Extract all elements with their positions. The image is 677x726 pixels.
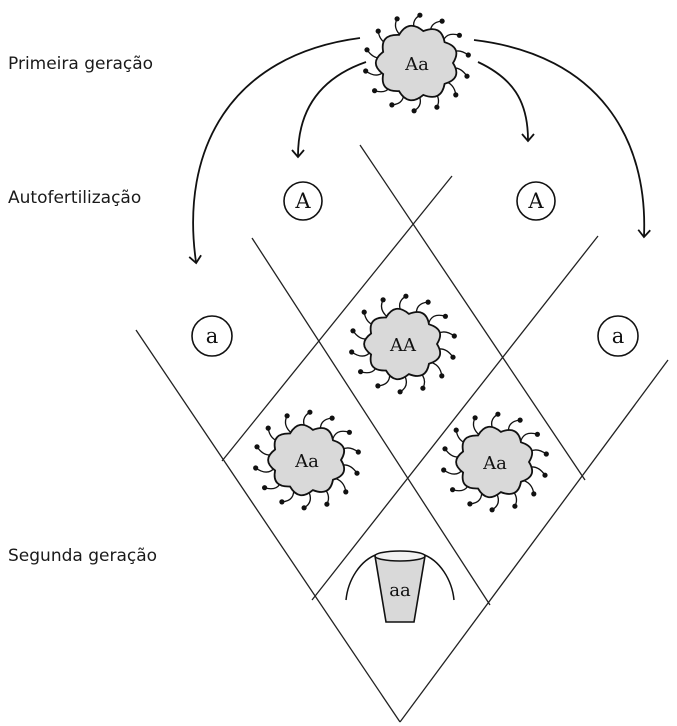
- plant-whisker-tip: [376, 29, 381, 34]
- gamete-left-top: A: [284, 182, 322, 220]
- plant-whisker-tip: [490, 507, 495, 512]
- plant-whisker-tip: [279, 499, 284, 504]
- plant-whisker-tip: [531, 491, 536, 496]
- plant-whisker-tip: [330, 416, 335, 421]
- plant-whisker-tip: [395, 16, 400, 21]
- offspring-aa-wilted-plant-icon: aa: [346, 551, 454, 622]
- plant-whisker-tip: [450, 487, 455, 492]
- plant-whisker-tip: [440, 19, 445, 24]
- plant-whisker-tip: [442, 446, 447, 451]
- plant-whisker-tip: [420, 386, 425, 391]
- plant-whisker-tip: [343, 489, 348, 494]
- plant-whisker-tip: [464, 74, 469, 79]
- parent-genotype: Aa: [404, 54, 429, 75]
- grid-inner-right: [312, 236, 598, 600]
- plant-whisker: [333, 478, 346, 492]
- offspring-AA-plant-icon: AA: [349, 294, 457, 395]
- gamete-right-top: A: [517, 182, 555, 220]
- plant-whisker-tip: [363, 68, 368, 73]
- grid-outer-left: [136, 330, 400, 722]
- plant-whisker-tip: [453, 92, 458, 97]
- plant-whisker-tip: [467, 501, 472, 506]
- arrow-outer-left: [193, 38, 360, 262]
- plant-whisker-tip: [364, 47, 369, 52]
- plant-whisker-tip: [412, 108, 417, 113]
- plant-whisker-tip: [254, 444, 259, 449]
- plant-whisker-tip: [285, 413, 290, 418]
- plant-whisker-tip: [466, 52, 471, 57]
- parent-plant-icon: Aa: [363, 13, 471, 114]
- plant-whisker-tip: [398, 389, 403, 394]
- grid-lines: [136, 145, 668, 722]
- plant-whisker-tip: [389, 102, 394, 107]
- plant-whisker-tip: [454, 428, 459, 433]
- plant-whisker-tip: [350, 328, 355, 333]
- plant-whisker-tip: [542, 473, 547, 478]
- plant-whisker-tip: [324, 502, 329, 507]
- plant-whisker-tip: [356, 449, 361, 454]
- plant-whisker-tip: [354, 471, 359, 476]
- plant-whisker-tip: [262, 485, 267, 490]
- plant-whisker-tip: [452, 333, 457, 338]
- offspring-left-genotype: Aa: [294, 451, 319, 472]
- plant-whisker-tip: [347, 430, 352, 435]
- plant-whisker-tip: [307, 410, 312, 415]
- plant-whisker-tip: [512, 504, 517, 509]
- offspring-top-genotype: AA: [389, 335, 417, 356]
- svg-text:A: A: [294, 189, 311, 213]
- grid-inner-left: [252, 238, 490, 605]
- svg-text:a: a: [612, 324, 625, 348]
- grid-outer-right: [400, 360, 668, 722]
- plant-whisker: [429, 362, 442, 376]
- plant-whisker-tip: [518, 418, 523, 423]
- arrow-inner-right: [478, 62, 528, 140]
- gamete-left-side: a: [192, 316, 232, 356]
- plant-whisker-tip: [495, 412, 500, 417]
- plant-whisker-tip: [535, 432, 540, 437]
- plant-whisker-tip: [362, 310, 367, 315]
- plant-whisker-tip: [426, 300, 431, 305]
- plant-whisker-tip: [358, 369, 363, 374]
- plant-whisker-tip: [544, 451, 549, 456]
- plant-whisker-tip: [450, 355, 455, 360]
- offspring-right-genotype: Aa: [482, 453, 507, 474]
- plant-whisker: [521, 480, 534, 494]
- offspring-bottom-genotype: aa: [389, 580, 411, 601]
- plant-whisker-tip: [439, 373, 444, 378]
- plant-whisker-tip: [403, 294, 408, 299]
- svg-text:a: a: [206, 324, 219, 348]
- plant-whisker-tip: [381, 297, 386, 302]
- plant-whisker-tip: [253, 465, 258, 470]
- plant-whisker-tip: [434, 105, 439, 110]
- plant-whisker-tip: [266, 426, 271, 431]
- plant-whisker-tip: [417, 13, 422, 18]
- gamete-right-side: a: [598, 316, 638, 356]
- plant-whisker-tip: [473, 415, 478, 420]
- plant-whisker-tip: [349, 349, 354, 354]
- plant-whisker-tip: [457, 33, 462, 38]
- svg-text:A: A: [527, 189, 544, 213]
- offspring-Aa-left-plant-icon: Aa: [253, 410, 361, 511]
- offspring-Aa-right-plant-icon: Aa: [441, 412, 549, 513]
- plant-whisker-tip: [372, 88, 377, 93]
- plant-whisker-tip: [441, 467, 446, 472]
- arrow-inner-left: [298, 62, 366, 156]
- plant-whisker-tip: [302, 505, 307, 510]
- arrow-outer-right: [474, 40, 644, 236]
- plant-whisker-tip: [443, 314, 448, 319]
- plant-whisker-tip: [375, 383, 380, 388]
